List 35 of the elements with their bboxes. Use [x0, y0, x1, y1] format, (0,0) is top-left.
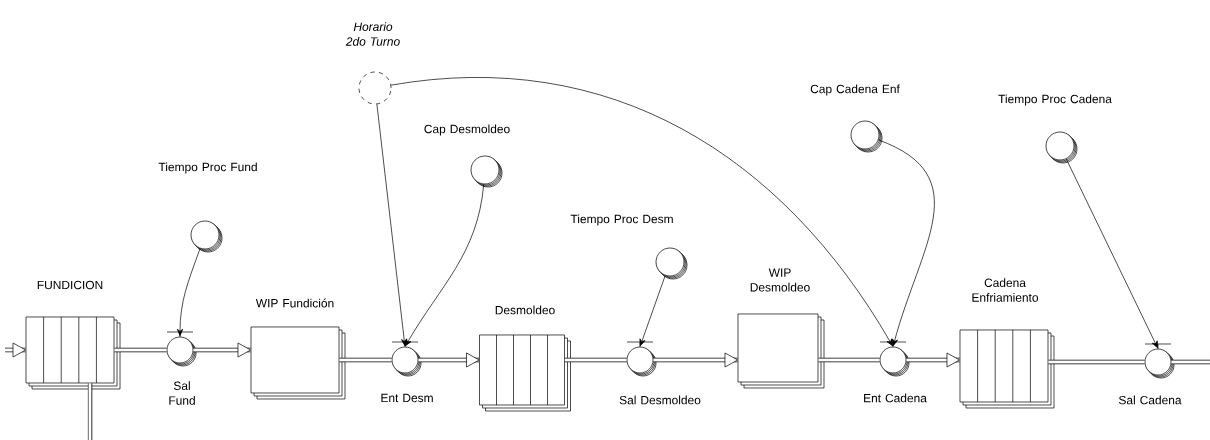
converter-label: Cap Cadena Enf [810, 84, 900, 96]
stock-label: Desmoldeo [495, 305, 555, 315]
flow-pipe [818, 357, 880, 363]
flow-pipe [1048, 359, 1145, 365]
flow-pipe [5, 342, 26, 358]
flow-pipe [653, 352, 738, 368]
connector-arrow [878, 139, 935, 347]
stock-label: WIP Fundición [255, 298, 334, 308]
flow-pipe [193, 342, 251, 358]
stock-label: WIP Desmoldeo [750, 268, 810, 292]
connector-arrow [390, 77, 893, 347]
flow-label: Sal Cadena [1119, 395, 1182, 405]
converter-label: Cap Desmoldeo [424, 124, 510, 136]
flow-label: Ent Desm [381, 393, 433, 403]
converter-label: Tiempo Proc Cadena [998, 94, 1112, 106]
flow-pipe [114, 347, 167, 353]
connector-arrow [176, 248, 201, 337]
flow-pipe [1171, 359, 1210, 365]
connector-arrow [639, 275, 666, 347]
converter-label: Horario 2do Turno [345, 22, 400, 46]
flow-pipe [418, 352, 480, 368]
connector-arrow [405, 183, 485, 347]
flow-label: Ent Cadena [864, 393, 927, 403]
stock-label: Cadena Enfriamiento [972, 278, 1039, 302]
flow-pipe [339, 357, 392, 363]
flow-pipe [906, 352, 960, 368]
converter-label: Tiempo Proc Desm [570, 214, 673, 226]
flow-label: Sal Desmoldeo [619, 395, 701, 405]
flow-label: Sal Fund [169, 381, 195, 405]
flow-pipe [564, 357, 627, 363]
converter-label: Tiempo Proc Fund [158, 162, 257, 174]
connector-arrow [1065, 158, 1158, 349]
stock-label: FUNDICION [37, 280, 103, 290]
flow-pipe [87, 383, 93, 440]
connector-arrow [376, 103, 408, 347]
